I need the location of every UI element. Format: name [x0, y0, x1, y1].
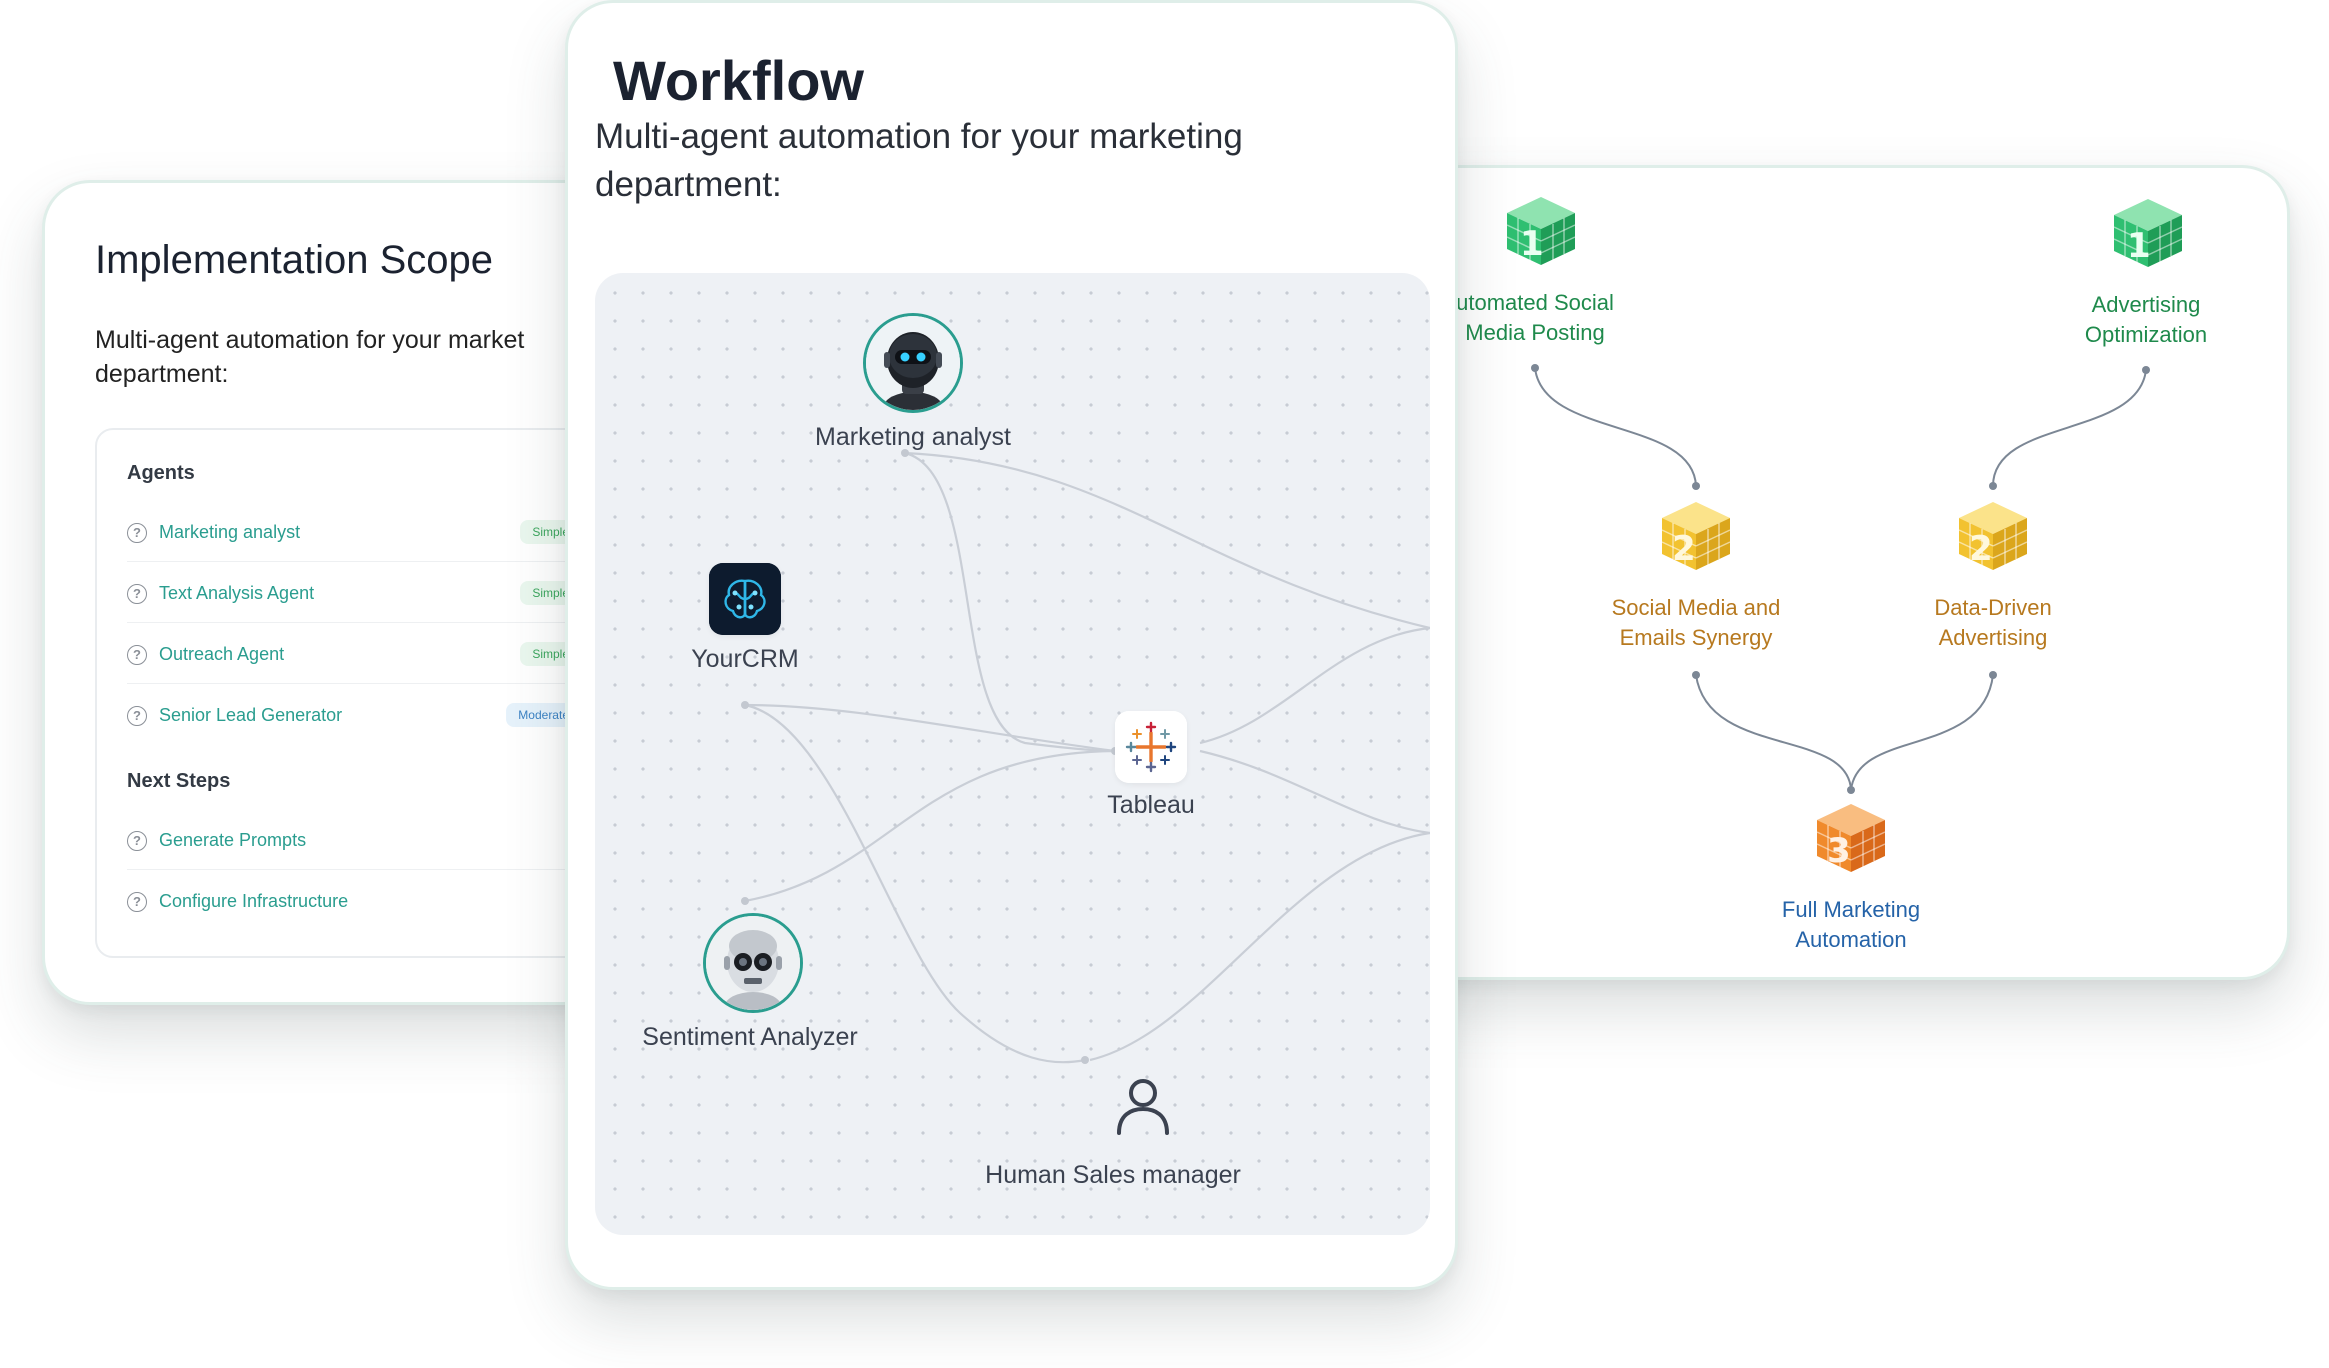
svg-text:3: 3 — [1827, 831, 1851, 871]
svg-text:2: 2 — [1969, 529, 1993, 569]
agent-row-senior-lead-generator[interactable]: ? Senior Lead Generator Moderate — [127, 685, 587, 745]
help-circle-icon: ? — [127, 584, 147, 604]
robot-head-icon — [703, 913, 803, 1013]
tableau-logo-icon — [1115, 711, 1187, 783]
node-label: Human Sales manager — [985, 1161, 1241, 1189]
next-step-name: Generate Prompts — [159, 830, 307, 850]
help-circle-icon: ? — [127, 706, 147, 726]
connector-2-left — [1695, 674, 1852, 791]
roadmap-connectors — [1531, 364, 2150, 794]
workflow-canvas[interactable]: Marketing analyst — [595, 273, 1430, 1235]
workflow-title: Workflow — [613, 49, 864, 112]
next-step-row-configure-infrastructure[interactable]: ? Configure Infrastructure — [127, 871, 587, 931]
help-circle-icon: ? — [127, 831, 147, 851]
link-analyst-out — [904, 451, 1430, 630]
link-sentiment-tableau — [744, 749, 1116, 903]
svg-text:2: 2 — [1672, 529, 1696, 569]
link-tableau-out-2 — [1199, 749, 1430, 835]
green-cube-icon: 1 — [1506, 197, 1576, 265]
connector-2-right — [1850, 674, 1994, 791]
agent-row-marketing-analyst[interactable]: ? Marketing analyst Simple — [127, 502, 587, 562]
next-step-name: Configure Infrastructure — [159, 891, 349, 911]
workflow-card: Workflow Multi-agent automation for your… — [565, 0, 1458, 1290]
scope-subtitle-line-1: Multi-agent automation for your market — [95, 326, 525, 354]
node-label: YourCRM — [691, 645, 799, 673]
svg-text:1: 1 — [2127, 226, 2151, 266]
user-icon — [1117, 1079, 1169, 1135]
agent-name: Marketing analyst — [159, 522, 301, 542]
workflow-connections — [741, 449, 1430, 1064]
next-steps-heading: Next Steps — [127, 770, 231, 792]
agent-name: Text Analysis Agent — [159, 583, 315, 603]
scope-subtitle-line-2: department: — [95, 360, 229, 388]
node-label: Sentiment Analyzer — [642, 1023, 858, 1051]
link-tableau-out-1 — [1199, 626, 1430, 745]
help-circle-icon: ? — [127, 523, 147, 543]
agent-name: Senior Lead Generator — [159, 705, 343, 725]
robot-avatar-icon — [863, 313, 963, 413]
link-crm-tableau — [744, 703, 1116, 753]
connector-1-left — [1534, 367, 1697, 487]
connector-1-right — [1992, 369, 2147, 487]
link-analyst-tableau — [904, 451, 1116, 753]
yellow-cube-icon: 2 — [1958, 502, 2028, 570]
link-crm-human — [744, 703, 1086, 1064]
agent-row-outreach[interactable]: ? Outreach Agent Simple — [127, 624, 587, 684]
brain-chip-icon — [709, 563, 781, 635]
help-circle-icon: ? — [127, 645, 147, 665]
link-human-out — [1089, 831, 1430, 1062]
help-circle-icon: ? — [127, 892, 147, 912]
scope-title: Implementation Scope — [95, 238, 494, 282]
scope-subtitle: Multi-agent automation for your market d… — [95, 323, 595, 391]
yellow-cube-icon: 2 — [1661, 502, 1731, 570]
orange-cube-icon: 3 — [1816, 804, 1886, 872]
agent-name: Outreach Agent — [159, 644, 285, 664]
next-step-row-generate-prompts[interactable]: ? Generate Prompts — [127, 810, 587, 870]
node-label: Marketing analyst — [815, 423, 1011, 451]
agents-heading: Agents — [127, 462, 195, 484]
svg-text:1: 1 — [1520, 224, 1544, 264]
workflow-subtitle: Multi-agent automation for your marketin… — [595, 117, 1243, 204]
agent-row-text-analysis[interactable]: ? Text Analysis Agent Simple — [127, 563, 587, 623]
node-label: Tableau — [1107, 791, 1195, 819]
green-cube-icon: 1 — [2113, 199, 2183, 267]
